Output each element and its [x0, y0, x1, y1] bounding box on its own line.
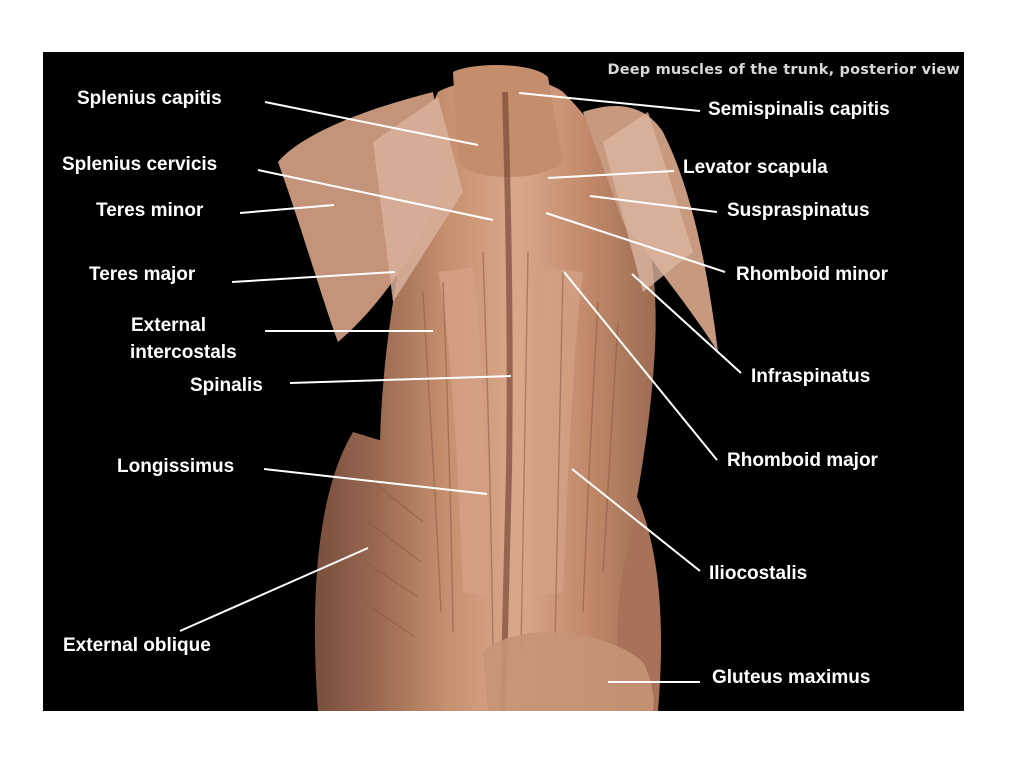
right-scapula-flap-2	[603, 112, 693, 292]
label-longissimus: Longissimus	[117, 456, 235, 477]
leader-spinalis	[289, 375, 512, 384]
label-gluteus-maximus: Gluteus maximus	[712, 667, 871, 688]
label-splenius-capitis: Splenius capitis	[77, 88, 222, 109]
label-spinalis: Spinalis	[190, 375, 263, 396]
leader-levator-scapula	[547, 170, 675, 179]
leader-rhomboid-major	[563, 271, 718, 461]
label-external-intercostals-line2: intercostals	[130, 342, 237, 363]
label-teres-minor: Teres minor	[96, 200, 204, 221]
label-levator-scapula: Levator scapula	[683, 157, 828, 178]
leader-splenius-capitis	[264, 101, 479, 146]
label-teres-major: Teres major	[89, 264, 196, 285]
label-external-intercostals-line1: External	[131, 315, 206, 336]
gluteal-region	[483, 632, 654, 711]
label-semispinalis-capitis: Semispinalis capitis	[708, 99, 890, 120]
leader-external-oblique	[179, 547, 369, 632]
trunk-specimen-illustration	[278, 65, 718, 711]
leader-teres-minor	[239, 204, 335, 214]
label-infraspinatus: Infraspinatus	[751, 366, 871, 387]
right-erector-column	[533, 267, 583, 597]
leader-iliocostalis	[571, 468, 701, 572]
left-erector-column	[438, 267, 488, 597]
leader-supraspinatus	[589, 195, 718, 213]
label-splenius-cervicis: Splenius cervicis	[62, 154, 218, 175]
leader-teres-major	[231, 271, 396, 283]
label-rhomboid-minor: Rhomboid minor	[736, 264, 888, 285]
muscle-striations	[362, 251, 619, 653]
torso-shape	[378, 78, 656, 711]
photo-caption: Deep muscles of the trunk, posterior vie…	[607, 62, 960, 78]
label-external-oblique: External oblique	[63, 635, 211, 656]
left-scapula-flap-2	[373, 97, 463, 302]
label-supraspinatus: Suspraspinatus	[727, 200, 870, 221]
leader-infraspinatus	[631, 273, 742, 374]
leader-semispinalis-capitis	[518, 92, 701, 112]
leader-splenius-cervicis	[257, 169, 494, 221]
leader-rhomboid-minor	[545, 212, 726, 273]
label-iliocostalis: Iliocostalis	[709, 563, 808, 584]
label-rhomboid-major: Rhomboid major	[727, 450, 878, 471]
leader-longissimus	[263, 468, 488, 495]
